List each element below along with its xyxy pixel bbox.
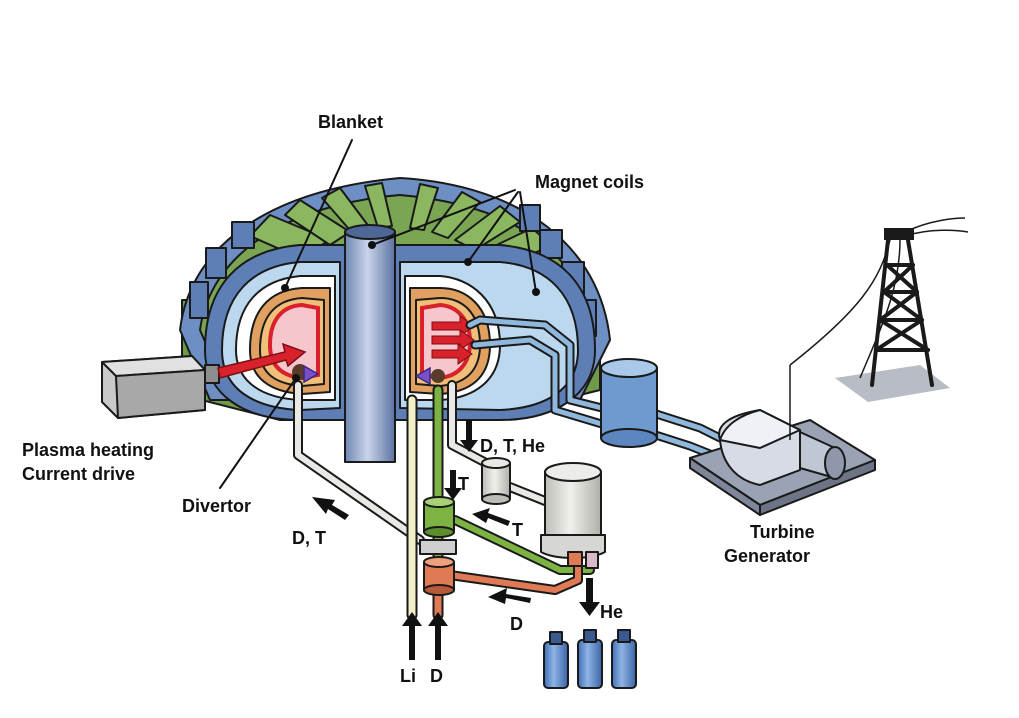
he-label: He bbox=[600, 602, 623, 622]
t-down-arrow bbox=[444, 470, 462, 500]
magnet-coils-label: Magnet coils bbox=[535, 172, 644, 192]
li-label: Li bbox=[400, 666, 416, 686]
t-back-label: T bbox=[512, 520, 523, 540]
dt-arrow bbox=[312, 497, 349, 520]
separator-small bbox=[481, 457, 511, 505]
separator-large bbox=[540, 462, 606, 569]
left-torus-section bbox=[204, 244, 346, 421]
dt-label: D, T bbox=[292, 528, 326, 548]
heating-unit-icon bbox=[101, 342, 307, 419]
tritium-module bbox=[423, 496, 455, 538]
d-back-label: D bbox=[510, 614, 523, 634]
heating-beam-arrow bbox=[217, 342, 307, 379]
turbine-generator-icon bbox=[689, 409, 876, 516]
divertor-label: Divertor bbox=[182, 496, 251, 516]
dthe-label: D, T, He bbox=[480, 436, 545, 456]
blanket-label: Blanket bbox=[318, 112, 383, 132]
heat-arrows bbox=[431, 315, 475, 365]
plasma-heating-label: Plasma heating bbox=[22, 440, 154, 460]
current-drive-label: Current drive bbox=[22, 464, 135, 484]
d-back-arrow bbox=[488, 588, 531, 604]
turbine-label: Turbine bbox=[750, 522, 815, 542]
t-back-arrow bbox=[472, 508, 510, 526]
right-torus-section bbox=[394, 244, 596, 421]
gas-bottle-icon bbox=[543, 629, 637, 689]
d-in-arrow bbox=[428, 612, 448, 660]
central-solenoid bbox=[344, 224, 396, 463]
deuterium-module bbox=[423, 556, 455, 596]
heat-exchanger-icon bbox=[600, 358, 658, 448]
dthe-arrow bbox=[460, 420, 478, 452]
labels: Blanket Magnet coils Plasma heating Curr… bbox=[22, 112, 815, 686]
flow-arrows bbox=[312, 420, 600, 660]
power-tower-icon bbox=[789, 217, 969, 440]
he-arrow bbox=[579, 578, 600, 616]
li-arrow bbox=[402, 612, 422, 660]
leader-lines bbox=[219, 139, 540, 489]
d-in-label: D bbox=[430, 666, 443, 686]
reactor bbox=[179, 177, 611, 463]
t-down-label: T bbox=[458, 474, 469, 494]
generator-label: Generator bbox=[724, 546, 810, 566]
mixing-collar bbox=[419, 539, 457, 555]
pipes bbox=[293, 315, 725, 621]
